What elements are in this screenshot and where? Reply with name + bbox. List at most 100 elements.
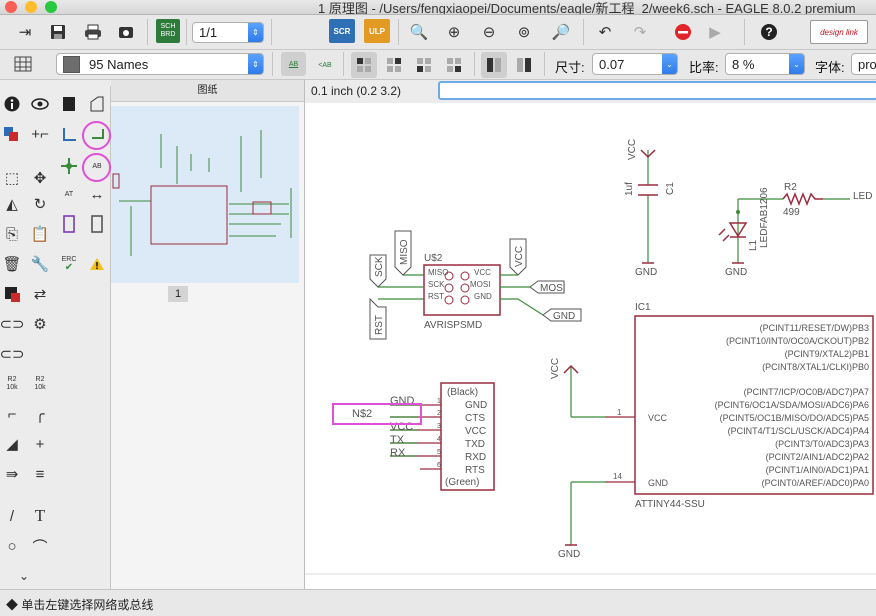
- ulp-button[interactable]: ULP: [364, 19, 390, 43]
- zoom-window-button[interactable]: [45, 1, 57, 13]
- command-input[interactable]: [438, 81, 876, 100]
- smash-icon[interactable]: ⌐: [7, 405, 17, 423]
- font-label: 字体:: [815, 60, 845, 75]
- close-window-button[interactable]: [5, 1, 17, 13]
- origin-icon[interactable]: +⌐: [31, 125, 49, 143]
- zoom-redraw-icon[interactable]: ⊚: [517, 24, 531, 41]
- header-pin-gnd: GND: [465, 400, 487, 411]
- replace-icon[interactable]: ⇄: [33, 286, 47, 303]
- wire-icon[interactable]: [57, 122, 81, 146]
- circle-icon[interactable]: ○: [7, 537, 17, 555]
- sheets-panel-header: 图纸: [111, 80, 304, 102]
- optimize-icon[interactable]: ⚙: [33, 316, 47, 333]
- ic-pin-pa6: (PCINT6/OC1A/SDA/MOSI/ADC6)PA6: [715, 400, 869, 410]
- attribute-icon[interactable]: AT: [64, 190, 74, 198]
- change-icon[interactable]: 🔧: [30, 256, 50, 273]
- header-num-4: 4: [437, 436, 441, 443]
- ic-pin-pa1: (PCINT1/AIN0/ADC1)PA1: [766, 465, 869, 475]
- sheet-select-value: 1/1: [199, 25, 218, 40]
- grid-icon[interactable]: [10, 51, 36, 77]
- pin-swap-icon[interactable]: ⇛: [5, 466, 19, 483]
- size-select[interactable]: 0.07 ⌄: [592, 53, 678, 75]
- layers-icon[interactable]: [0, 122, 24, 146]
- erc-button[interactable]: ERC✔: [61, 256, 77, 273]
- resistor-value-text: 499: [783, 207, 800, 218]
- sch-brd-switch-button[interactable]: SCH BRD: [156, 19, 180, 43]
- net-miso-text: MISO: [399, 239, 410, 265]
- align-top-left-icon[interactable]: [351, 52, 377, 78]
- align-center-icon[interactable]: [481, 52, 507, 78]
- text-alt-icon[interactable]: <AB: [318, 61, 332, 69]
- header-num-5: 5: [437, 449, 441, 456]
- rotate-icon[interactable]: ↻: [33, 196, 47, 213]
- gate-icon[interactable]: [85, 212, 109, 236]
- sheet-select[interactable]: 1/1 ⇕: [192, 22, 264, 43]
- layer-color-swatch: [63, 55, 80, 73]
- arc-icon[interactable]: ⌒: [32, 538, 48, 556]
- ic-vcc-num-text: 1: [617, 408, 622, 417]
- zoom-in-icon[interactable]: ⊕: [447, 24, 461, 41]
- zoom-fit-icon[interactable]: 🔍: [409, 24, 429, 41]
- show-icon[interactable]: [28, 92, 52, 116]
- warning-icon[interactable]: [85, 252, 109, 276]
- miter-icon[interactable]: ╭: [35, 406, 45, 423]
- sheet-thumbnail[interactable]: [111, 106, 299, 283]
- value-button[interactable]: R2 10k: [34, 376, 46, 391]
- font-select[interactable]: pro: [851, 53, 876, 75]
- schematic-canvas[interactable]: VCC 1uf C1 GND R2 499 LED LEDFAB1206 L1 …: [305, 103, 876, 589]
- copy-icon[interactable]: ⎘: [5, 225, 18, 243]
- script-button[interactable]: SCR: [329, 19, 355, 43]
- ic-gnd-num-text: 14: [613, 472, 622, 481]
- ratio-select[interactable]: 8 % ⌄: [725, 53, 805, 75]
- line-icon[interactable]: /: [9, 507, 15, 525]
- info-icon[interactable]: [0, 92, 24, 116]
- cam-icon[interactable]: [113, 19, 139, 45]
- redo-icon[interactable]: ↷: [633, 24, 647, 41]
- minimize-window-button[interactable]: [25, 1, 37, 13]
- design-link-button[interactable]: design link: [810, 20, 868, 44]
- text-align-button[interactable]: AB: [281, 52, 306, 76]
- split-wire-icon[interactable]: ◢: [6, 436, 18, 453]
- text-icon[interactable]: T: [34, 506, 46, 525]
- align-bottom-left-icon[interactable]: [411, 52, 437, 78]
- stop-icon[interactable]: [670, 19, 696, 45]
- align-right-icon[interactable]: [511, 52, 537, 78]
- print-icon[interactable]: [80, 19, 106, 45]
- paste-icon[interactable]: 📋: [30, 226, 50, 243]
- header-pin-rxd: RXD: [465, 452, 486, 463]
- window-title: 1 原理图 - /Users/fengxiaopei/Documents/eag…: [318, 1, 856, 15]
- name-value-button[interactable]: R2 10k: [6, 376, 18, 391]
- layer-select[interactable]: 95 Names ⇕: [56, 53, 264, 75]
- mirror-icon[interactable]: ↔: [89, 185, 105, 203]
- gate-swap-icon[interactable]: ≡: [35, 465, 45, 483]
- align-top-right-icon[interactable]: [381, 52, 407, 78]
- main-toolbar: ⇥ SCH BRD 1/1 ⇕ SCR ULP 🔍 ⊕ ⊖ ⊚ 🔎 ↶ ↷ ▶ …: [0, 15, 876, 50]
- select-icon[interactable]: ⬚: [4, 170, 20, 187]
- invoke-icon[interactable]: [57, 212, 81, 236]
- bus-icon[interactable]: +: [35, 435, 45, 453]
- zoom-select-icon[interactable]: 🔎: [551, 24, 571, 41]
- more-tools-icon[interactable]: ⌄: [18, 569, 30, 583]
- save-icon[interactable]: [45, 19, 71, 45]
- junction-icon[interactable]: [57, 154, 81, 178]
- split-icon[interactable]: ⊂⊃: [0, 316, 25, 333]
- go-icon[interactable]: ▶: [709, 24, 721, 41]
- undo-icon[interactable]: ↶: [598, 24, 612, 41]
- net-mosi-text: MOSI: [540, 283, 566, 294]
- add-part-icon[interactable]: [0, 282, 24, 306]
- display-icon[interactable]: [57, 92, 81, 116]
- header-top-text: (Black): [447, 387, 478, 398]
- move-icon[interactable]: ✥: [33, 170, 47, 187]
- zoom-out-icon[interactable]: ⊖: [482, 24, 496, 41]
- delete-icon[interactable]: 🗑: [2, 256, 22, 273]
- isp-pin-gnd-text: GND: [474, 292, 492, 301]
- align-bottom-right-icon[interactable]: [441, 52, 467, 78]
- mirror-part-icon[interactable]: ◭: [6, 196, 18, 213]
- help-icon[interactable]: ?: [756, 19, 782, 45]
- open-icon[interactable]: ⇥: [18, 24, 32, 41]
- mark-icon[interactable]: [85, 92, 109, 116]
- route-icon[interactable]: ⊂⊃: [0, 346, 25, 363]
- ic-pin-pa5: (PCINT5/OC1B/MISO/DO/ADC5)PA5: [720, 413, 869, 423]
- isp-pin-mosi-text: MOSI: [470, 280, 490, 289]
- net-gnd-text: GND: [553, 311, 575, 322]
